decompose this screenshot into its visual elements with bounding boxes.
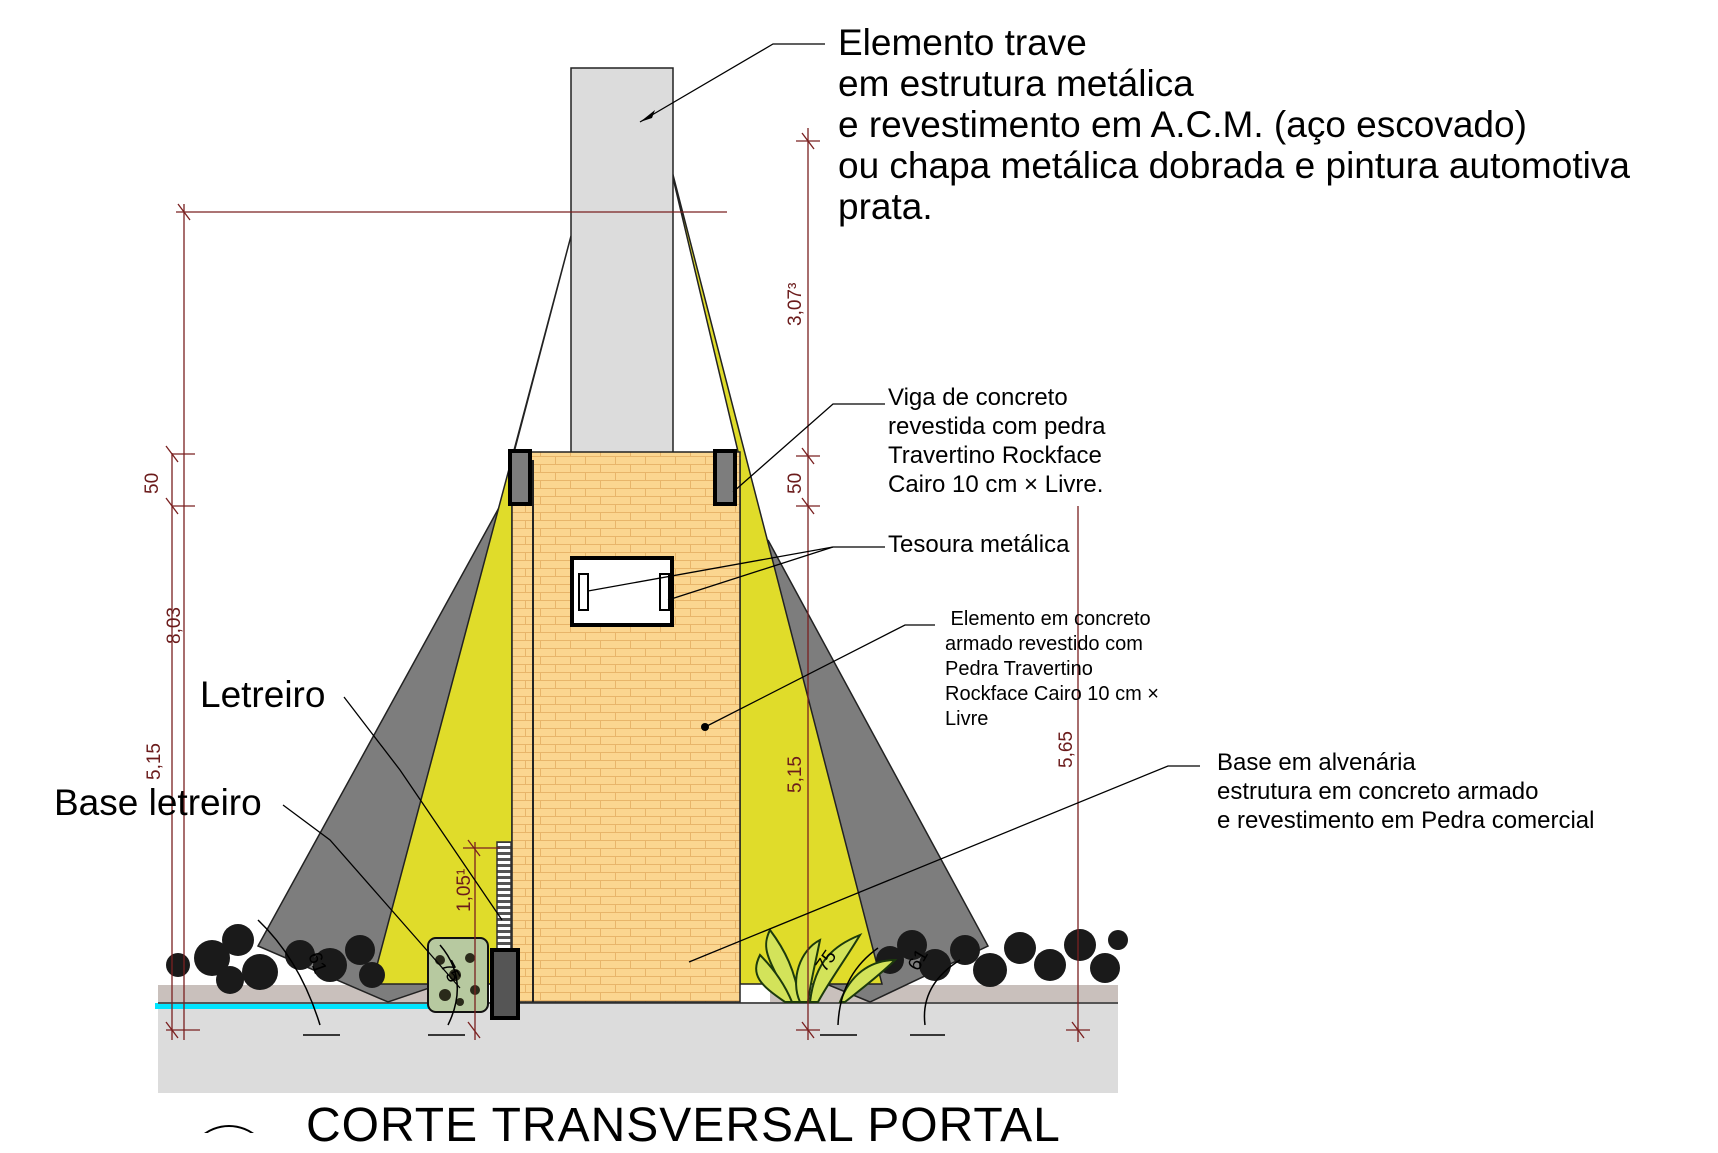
note-base-line-1: Base em alvenária [1217, 749, 1416, 776]
detail-number: 3 [217, 1127, 239, 1133]
drawing-title: CORTE TRANSVERSAL PORTAL [306, 1099, 1061, 1152]
note-trave-line-3: e revestimento em A.C.M. (aço escovado) [838, 104, 1527, 145]
note-base-letreiro: Base letreiro [54, 782, 262, 823]
dim-left-515: 5,15 [144, 743, 165, 780]
trave-element [570, 67, 674, 457]
leader-dot [701, 723, 709, 731]
dim-right-307: 3,07³ [785, 283, 806, 326]
note-trave-line-2: em estrutura metálica [838, 63, 1194, 104]
note-trave: Elemento trave em estrutura metálica e r… [838, 22, 1630, 227]
detail-circle [204, 1125, 254, 1133]
ground-band [158, 1003, 1118, 1093]
note-base-line-3: e revestimento em Pedra comercial [1217, 807, 1595, 834]
tesoura-right-bar [659, 573, 670, 611]
note-letreiro: Letreiro [200, 674, 326, 715]
note-tesoura: Tesoura metálica [888, 531, 1070, 558]
dim-left-803: 8,03 [164, 607, 185, 644]
letreiro-base [490, 948, 520, 1020]
note-trave-line-4: ou chapa metálica dobrada e pintura auto… [838, 145, 1630, 186]
viga-right [713, 449, 737, 506]
note-trave-line-5: prata. [838, 186, 933, 227]
note-viga-line-4: Cairo 10 cm × Livre. [888, 471, 1104, 498]
note-elemento-line-3: Pedra Travertino [945, 658, 1093, 680]
dim-right-565: 5,65 [1056, 731, 1077, 768]
note-elemento: Elemento em concreto armado revestido co… [945, 607, 1159, 732]
dim-sign-105: 1,05¹ [454, 869, 475, 912]
note-elemento-line-2: armado revestido com [945, 633, 1143, 655]
note-viga-line-1: Viga de concreto [888, 384, 1068, 411]
viga-left [508, 449, 532, 506]
letreiro-post [496, 841, 512, 951]
dim-left-50: 50 [142, 473, 163, 494]
note-viga-line-3: Travertino Rockface [888, 442, 1102, 469]
note-elemento-line-4: Rockface Cairo 10 cm × [945, 683, 1159, 705]
note-trave-line-1: Elemento trave [838, 22, 1087, 63]
tesoura-left-bar [578, 573, 589, 611]
leader-lines [282, 43, 1200, 989]
dimension-lines [165, 128, 1090, 1042]
note-elemento-line-5: Livre [945, 708, 989, 730]
dim-right-50: 50 [785, 473, 806, 494]
leader-arrow-trave [640, 110, 655, 122]
note-base: Base em alvenária estrutura em concreto … [1217, 748, 1594, 835]
note-base-line-2: estrutura em concreto armado [1217, 778, 1539, 805]
note-elemento-line-1: Elemento em concreto [945, 608, 1151, 630]
note-viga-line-2: revestida com pedra [888, 413, 1106, 440]
angle-arcs [257, 919, 961, 1036]
note-viga: Viga de concreto revestida com pedra Tra… [888, 383, 1105, 499]
dim-right-515: 5,15 [785, 756, 806, 793]
